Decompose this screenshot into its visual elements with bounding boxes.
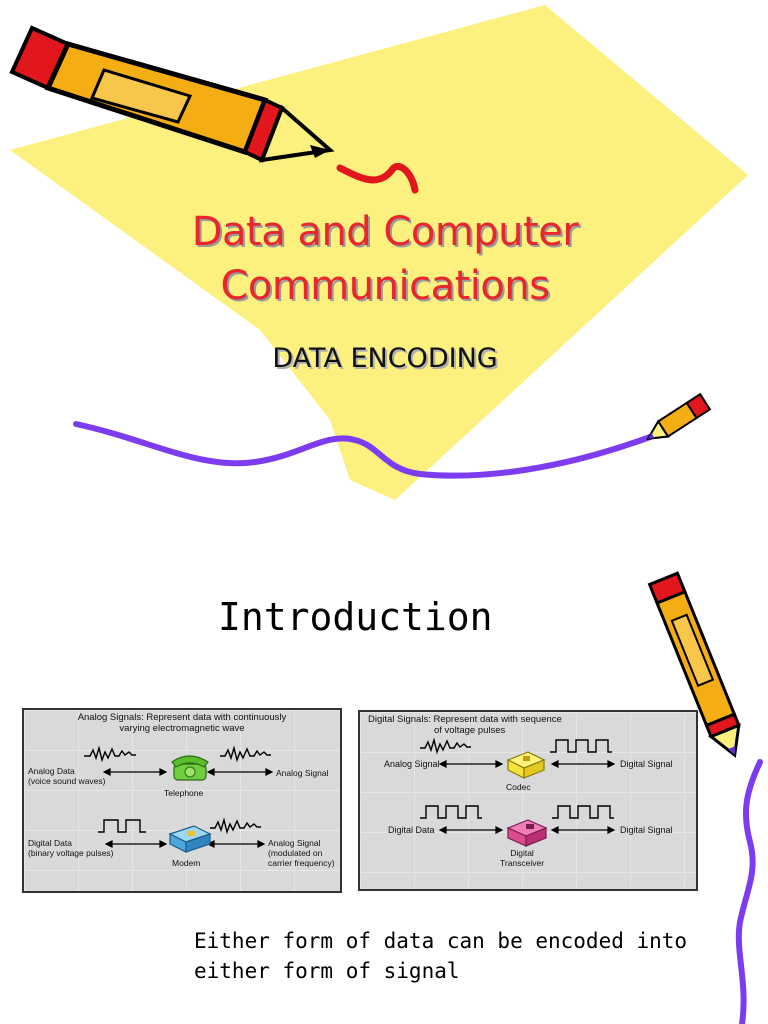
pencil-large-icon	[9, 25, 419, 194]
introduction-slide: Introduction Analog Signals: Represent d…	[0, 512, 768, 1024]
analog-wave-icon	[220, 745, 271, 763]
slide-caption: Either form of data can be encoded into …	[194, 926, 714, 986]
analog-diagram-graphics	[84, 745, 274, 853]
pencil-small-icon	[646, 392, 712, 440]
caption-line-1: Either form of data can be encoded into	[194, 929, 688, 953]
slide-title-line-2: Communications	[220, 263, 550, 309]
label-modem: Modem	[172, 858, 201, 868]
double-arrow-icon	[438, 760, 616, 768]
digital-pulse-icon	[98, 819, 146, 833]
label-analog-signal: Analog Signal	[276, 768, 329, 778]
slide-heading: Introduction	[218, 595, 493, 639]
label-modulated-on: (modulated on	[268, 848, 323, 858]
digital-diagram-graphics	[420, 737, 616, 847]
codec-icon	[506, 751, 546, 779]
title-slide-artwork	[9, 5, 748, 500]
slide-title-line-1: Data and Computer	[191, 209, 579, 255]
digital-pulse-icon	[552, 805, 614, 819]
label-analog-data: Analog Data	[28, 766, 75, 776]
label-carrier-frequency: carrier frequency)	[268, 858, 335, 868]
label-telephone: Telephone	[164, 788, 204, 798]
label-digital-data-input: Digital Data	[388, 825, 435, 835]
label-digital-signal-output-2: Digital Signal	[620, 825, 673, 835]
label-digital-signal-output: Digital Signal	[620, 759, 673, 769]
wavy-line-vertical	[735, 759, 763, 1024]
digital-transceiver-icon	[506, 819, 548, 847]
label-transceiver: Transceiver	[500, 858, 545, 868]
double-arrow-icon	[438, 826, 616, 834]
title-slide: Data and Computer Communications DATA EN…	[9, 5, 748, 500]
label-analog-signal-input: Analog Signal	[384, 759, 440, 769]
analog-signals-diagram: Analog Signals: Represent data with cont…	[22, 708, 342, 893]
digital-pulse-icon	[420, 805, 482, 819]
telephone-icon	[171, 755, 209, 781]
slide-subtitle: DATA ENCODING	[272, 343, 498, 374]
label-voice-sound-waves: (voice sound waves)	[28, 776, 106, 786]
label-digital: Digital	[510, 848, 534, 858]
analog-panel-header-line-2: varying electromagnetic wave	[119, 723, 245, 734]
digital-panel-header-line-1: Digital Signals: Represent data with seq…	[368, 714, 562, 725]
digital-signals-diagram: Digital Signals: Represent data with seq…	[358, 710, 698, 891]
analog-wave-icon	[84, 745, 136, 763]
double-arrow-icon	[104, 840, 266, 848]
double-arrow-icon	[102, 768, 274, 776]
label-codec: Codec	[506, 782, 531, 792]
digital-pulse-icon	[550, 739, 612, 753]
label-analog-signal-modulated: Analog Signal	[268, 838, 321, 848]
label-binary-voltage-pulses: (binary voltage pulses)	[28, 848, 114, 858]
caption-line-2: either form of signal	[194, 959, 460, 983]
label-digital-data: Digital Data	[28, 838, 72, 848]
wavy-line	[73, 421, 653, 479]
analog-wave-icon	[420, 737, 471, 755]
modem-icon	[168, 825, 212, 853]
digital-panel-header-line-2: of voltage pulses	[434, 725, 506, 736]
slide-title: Data and Computer Communications	[120, 205, 650, 313]
analog-wave-icon	[210, 817, 261, 835]
analog-panel-header-line-1: Analog Signals: Represent data with cont…	[77, 712, 287, 723]
